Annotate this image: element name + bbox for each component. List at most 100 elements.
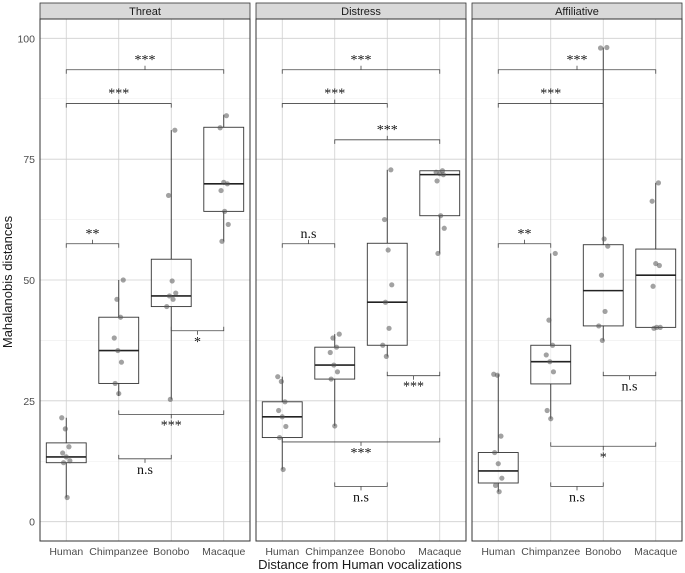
x-tick-label: Bonobo xyxy=(153,546,189,558)
box-human xyxy=(477,452,519,484)
x-axis-title: Distance from Human vocalizations xyxy=(258,557,462,572)
significance-label: *** xyxy=(135,53,156,68)
data-point xyxy=(382,299,389,305)
data-point xyxy=(441,225,447,231)
significance-label: n.s xyxy=(301,227,317,242)
data-point xyxy=(388,167,394,173)
data-point xyxy=(164,303,170,310)
data-point xyxy=(649,198,655,204)
data-point xyxy=(605,243,611,249)
data-point xyxy=(225,221,231,228)
data-point xyxy=(120,277,126,283)
data-point xyxy=(279,414,285,420)
data-point xyxy=(217,125,223,131)
significance-bracket xyxy=(281,437,441,443)
data-point xyxy=(60,450,66,456)
data-point xyxy=(543,352,549,358)
data-point xyxy=(385,247,391,253)
data-point xyxy=(219,238,225,244)
significance-label: * xyxy=(194,335,201,350)
data-point xyxy=(492,482,499,489)
data-point xyxy=(115,347,121,354)
x-tick-label: Macaque xyxy=(202,546,245,558)
data-point xyxy=(170,296,176,302)
x-tick-label: Human xyxy=(49,546,83,558)
box-macaque xyxy=(419,170,461,217)
x-tick-label: Chimpanzee xyxy=(89,546,148,558)
significance-bracket xyxy=(386,371,441,377)
data-point xyxy=(223,113,230,119)
significance-bracket xyxy=(602,371,657,377)
significance-bracket xyxy=(65,69,225,74)
significance-bracket xyxy=(170,326,225,332)
data-point xyxy=(64,494,70,501)
significance-bracket xyxy=(497,243,552,248)
significance-bracket xyxy=(281,243,336,248)
data-point xyxy=(224,181,230,187)
data-point xyxy=(601,236,607,242)
data-point xyxy=(549,342,556,348)
data-point xyxy=(651,325,657,331)
data-point xyxy=(381,216,388,223)
y-tick-label: 75 xyxy=(23,154,35,166)
panel-border xyxy=(255,18,467,542)
data-point xyxy=(169,278,175,284)
data-point xyxy=(434,178,440,184)
data-point xyxy=(435,250,441,257)
data-point xyxy=(278,378,284,385)
significance-label: *** xyxy=(540,87,561,102)
data-point xyxy=(62,426,68,432)
y-tick-label: 0 xyxy=(29,517,35,529)
data-point xyxy=(67,458,73,464)
data-point xyxy=(386,325,392,331)
x-tick-label: Bonobo xyxy=(585,546,621,558)
data-point xyxy=(165,192,172,199)
box-chimpanzee xyxy=(530,344,572,385)
data-point xyxy=(544,407,550,414)
data-point xyxy=(282,399,288,405)
y-axis-title: Mahalanobis distances xyxy=(0,215,15,348)
data-point xyxy=(599,337,605,344)
data-point xyxy=(116,390,122,397)
significance-label: * xyxy=(600,450,607,465)
data-point xyxy=(548,416,554,422)
data-point xyxy=(66,444,72,450)
data-point xyxy=(438,213,444,219)
data-point xyxy=(495,461,501,467)
data-point xyxy=(60,460,67,466)
data-point xyxy=(389,282,395,288)
significance-bracket xyxy=(497,69,657,74)
panel-border xyxy=(39,18,251,542)
x-tick-label: Macaque xyxy=(634,546,677,558)
data-point xyxy=(280,466,286,473)
box-macaque xyxy=(203,126,245,212)
panel-strip-label: Affiliative xyxy=(555,6,599,18)
data-point xyxy=(657,324,663,330)
significance-label: *** xyxy=(161,418,182,433)
data-point xyxy=(166,293,173,299)
significance-label: n.s xyxy=(353,490,369,505)
data-point xyxy=(118,359,125,365)
box-human xyxy=(261,401,303,439)
data-point xyxy=(383,353,389,359)
data-point xyxy=(218,187,224,194)
data-point xyxy=(173,290,179,296)
data-point xyxy=(552,250,558,257)
significance-label: *** xyxy=(567,53,588,68)
data-point xyxy=(112,380,118,387)
significance-label: *** xyxy=(108,87,129,102)
significance-bracket xyxy=(334,482,388,487)
significance-bracket xyxy=(118,454,172,460)
data-point xyxy=(283,423,289,430)
significance-label: n.s xyxy=(622,380,638,395)
significance-label: n.s xyxy=(569,490,585,505)
significance-label: n.s xyxy=(137,463,153,478)
data-point xyxy=(276,407,282,414)
x-tick-label: Chimpanzee xyxy=(521,546,580,558)
data-point xyxy=(117,314,124,320)
data-point xyxy=(63,454,69,460)
box-human xyxy=(45,442,87,464)
panel-strip-label: Distress xyxy=(341,6,381,18)
